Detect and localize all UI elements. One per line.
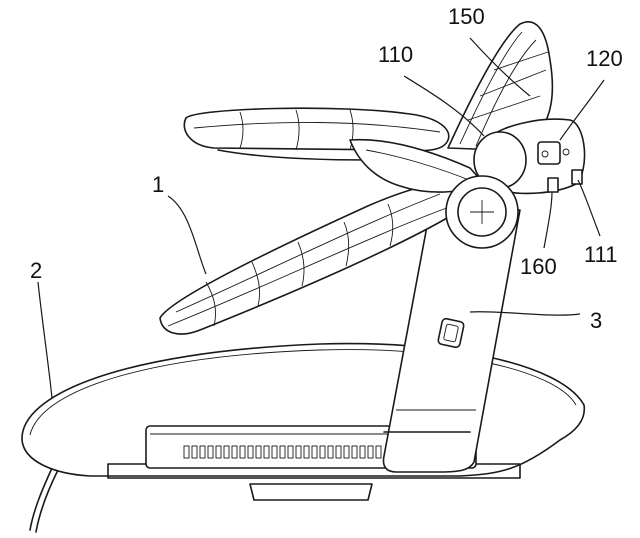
grille-slat	[199, 445, 206, 459]
rear-handle	[447, 21, 554, 151]
foot-pad	[249, 483, 373, 501]
label-120: 120	[586, 46, 623, 71]
label-160: 160	[520, 254, 557, 279]
label-3: 3	[590, 308, 602, 333]
vent-grille	[183, 445, 382, 459]
grille-slat	[215, 445, 222, 459]
base-housing	[21, 342, 586, 533]
grille-slat	[351, 445, 358, 459]
grille-slat	[255, 445, 262, 459]
label-2: 2	[30, 258, 42, 283]
leader-120	[559, 79, 605, 141]
leader-111	[577, 179, 601, 237]
latch-111	[571, 169, 583, 185]
grille-slat	[183, 445, 190, 459]
grille-slat	[231, 445, 238, 459]
grille-slat	[375, 445, 382, 459]
label-111: 111	[584, 242, 617, 267]
grille-slat	[191, 445, 198, 459]
main-pivot	[445, 175, 519, 249]
grille-slat	[279, 445, 286, 459]
leader-150	[469, 37, 531, 97]
grille-slat	[311, 445, 318, 459]
leader-2	[37, 281, 53, 399]
grille-slat	[327, 445, 334, 459]
grille-slat	[271, 445, 278, 459]
lower-pad	[159, 183, 468, 335]
hinge-assembly	[473, 118, 586, 195]
grille-slat	[263, 445, 270, 459]
label-110: 110	[378, 42, 413, 67]
cable	[35, 469, 59, 533]
upper-pad	[183, 107, 487, 193]
grille-slat	[223, 445, 230, 459]
grille-slat	[239, 445, 246, 459]
grille-slat	[207, 445, 214, 459]
label-150: 150	[448, 4, 485, 29]
leader-lines	[37, 37, 605, 399]
grille-slat	[319, 445, 326, 459]
grille-slat	[287, 445, 294, 459]
grille-slat	[295, 445, 302, 459]
grille-slat	[247, 445, 254, 459]
leader-160	[543, 191, 553, 249]
latch-160	[547, 177, 559, 193]
leader-110	[403, 75, 485, 137]
grille-slat	[335, 445, 342, 459]
label-1: 1	[152, 172, 164, 197]
support-arm	[382, 209, 521, 473]
grille-slat	[343, 445, 350, 459]
leader-1	[167, 195, 207, 275]
grille-slat	[303, 445, 310, 459]
leader-3	[469, 311, 581, 316]
hinge-plate	[537, 141, 561, 165]
arm-button	[437, 317, 465, 349]
grille-slat	[367, 445, 374, 459]
grille-slat	[359, 445, 366, 459]
